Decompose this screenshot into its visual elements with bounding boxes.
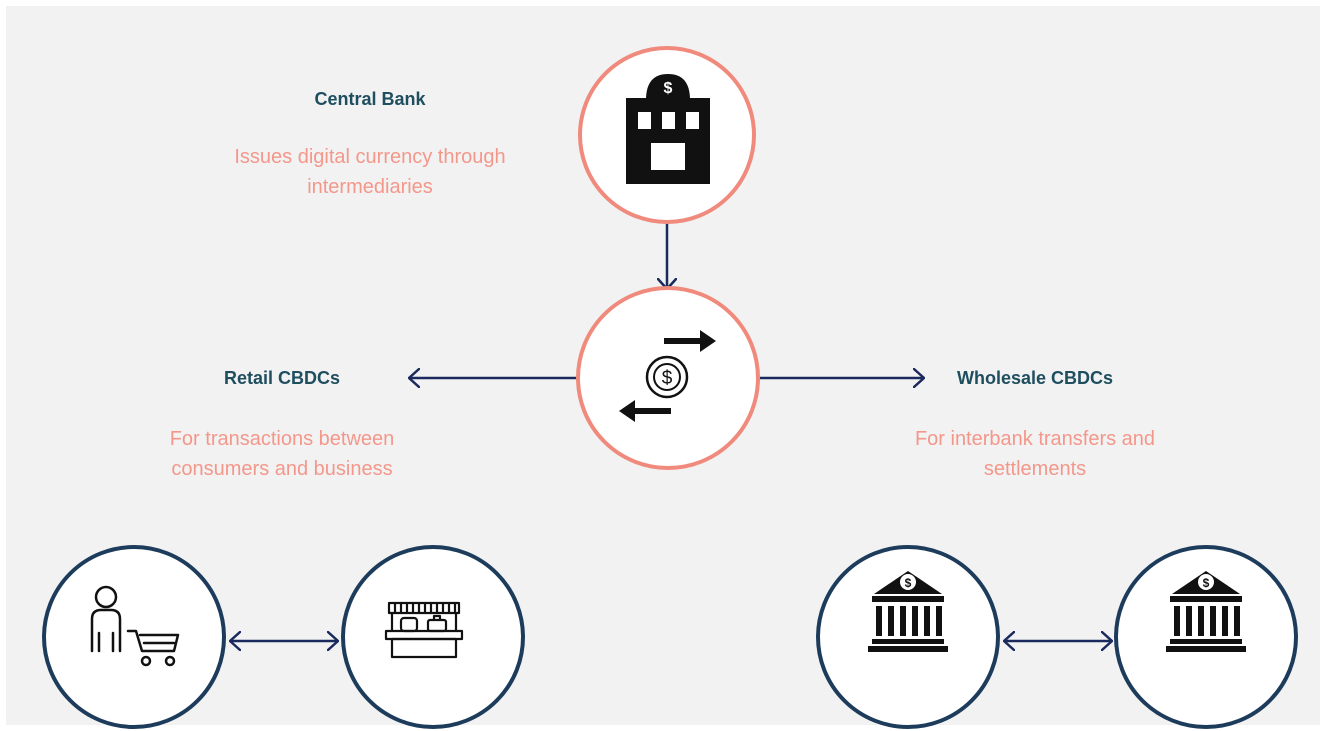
wholesale-bank-b-node: $ [1114, 545, 1298, 729]
wholesale-title: Wholesale CBDCs [956, 368, 1114, 388]
retail-business-node [341, 545, 525, 729]
currency-exchange-icon: $ [619, 330, 716, 422]
central-bank-node: $ [578, 46, 756, 224]
bank-building-icon: $ [626, 74, 710, 184]
currency-symbol: $ [662, 368, 673, 389]
svg-text:$: $ [905, 576, 912, 590]
shopper-cart-icon [90, 585, 180, 667]
central-bank-title: Central Bank [314, 89, 426, 109]
retail-title: Retail CBDCs [223, 368, 341, 388]
central-bank-description: Issues digital currency through intermed… [234, 146, 506, 198]
retail-consumer-node [42, 545, 226, 729]
retail-description: For transactions between consumers and b… [169, 428, 395, 480]
bank-icon: $ [868, 571, 948, 652]
svg-text:$: $ [664, 80, 673, 97]
market-stall-icon [384, 601, 464, 659]
wholesale-bank-a-node: $ [816, 545, 1000, 729]
currency-exchange-node: $ [576, 286, 760, 470]
wholesale-description: For interbank transfers and settlements [914, 428, 1156, 480]
svg-text:$: $ [1203, 576, 1210, 590]
bank-icon: $ [1166, 571, 1246, 652]
